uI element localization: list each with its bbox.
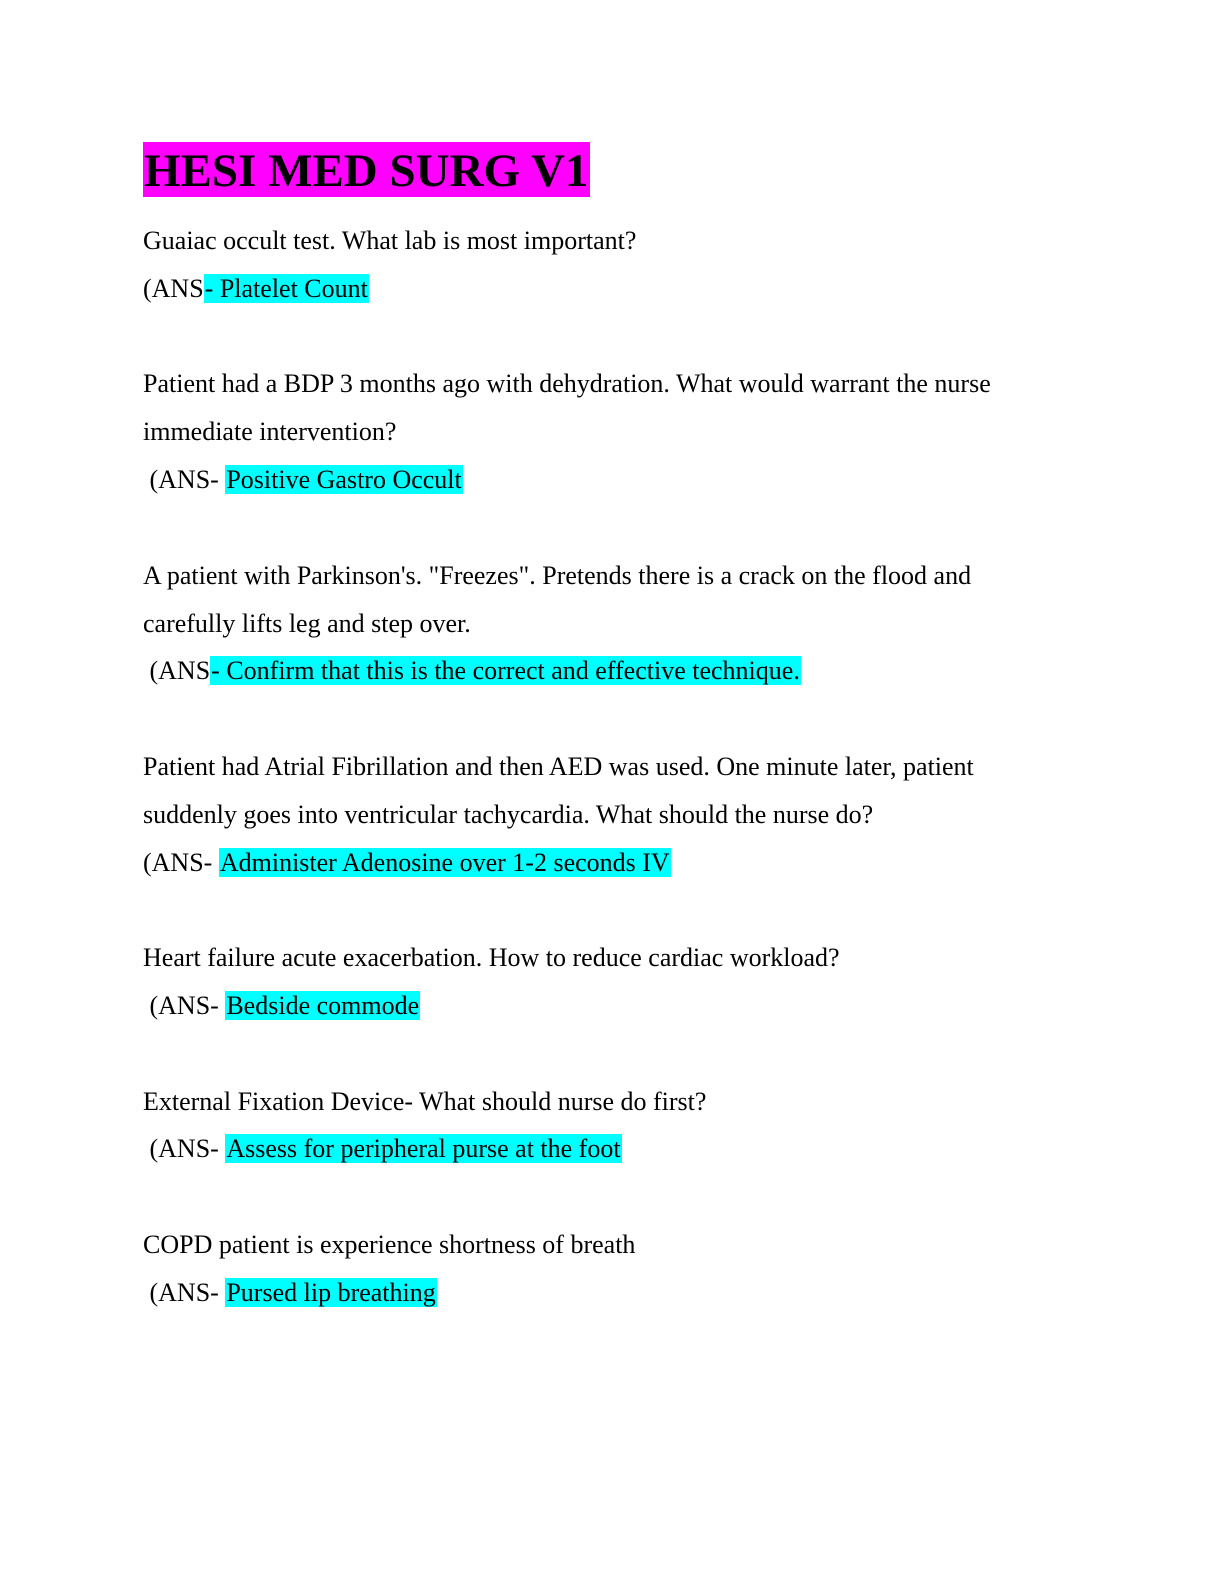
answer-7: (ANS- Pursed lip breathing (143, 1276, 437, 1310)
question-6-line-1: External Fixation Device- What should nu… (143, 1087, 707, 1116)
answer-prefix: (ANS- (143, 991, 226, 1020)
question-2-line-2: immediate intervention? (143, 417, 397, 446)
answer-4: (ANS- Administer Adenosine over 1-2 seco… (143, 846, 671, 880)
question-4-line-1: Patient had Atrial Fibrillation and then… (143, 752, 974, 781)
answer-1: (ANS- Platelet Count (143, 272, 369, 306)
answer-highlight: - Confirm that this is the correct and e… (210, 656, 801, 685)
answer-prefix: (ANS (143, 656, 211, 685)
document-title: HESI MED SURG V1 (143, 142, 591, 197)
question-5-line-1: Heart failure acute exacerbation. How to… (143, 943, 840, 972)
answer-prefix: (ANS- (143, 1278, 226, 1307)
question-3-line-1: A patient with Parkinson's. "Freezes". P… (143, 561, 972, 590)
answer-3: (ANS- Confirm that this is the correct a… (143, 654, 801, 688)
answer-highlight: Administer Adenosine over 1-2 seconds IV (218, 848, 671, 877)
answer-6: (ANS- Assess for peripheral purse at the… (143, 1132, 622, 1166)
answer-2: (ANS- Positive Gastro Occult (143, 463, 463, 497)
question-4-line-2: suddenly goes into ventricular tachycard… (143, 800, 874, 829)
question-3-line-2: carefully lifts leg and step over. (143, 609, 471, 638)
answer-prefix: (ANS (143, 274, 204, 303)
answer-prefix: (ANS- (143, 465, 226, 494)
answer-highlight: Bedside commode (225, 991, 421, 1020)
answer-prefix: (ANS- (143, 848, 219, 877)
question-2-line-1: Patient had a BDP 3 months ago with dehy… (143, 369, 991, 398)
answer-prefix: (ANS- (143, 1134, 226, 1163)
question-7-line-1: COPD patient is experience shortness of … (143, 1230, 636, 1259)
answer-highlight: Pursed lip breathing (225, 1278, 437, 1307)
answer-highlight: Assess for peripheral purse at the foot (225, 1134, 622, 1163)
question-1-line-1: Guaiac occult test. What lab is most imp… (143, 226, 637, 255)
answer-highlight: Positive Gastro Occult (225, 465, 463, 494)
answer-highlight: - Platelet Count (203, 274, 369, 303)
answer-5: (ANS- Bedside commode (143, 989, 421, 1023)
